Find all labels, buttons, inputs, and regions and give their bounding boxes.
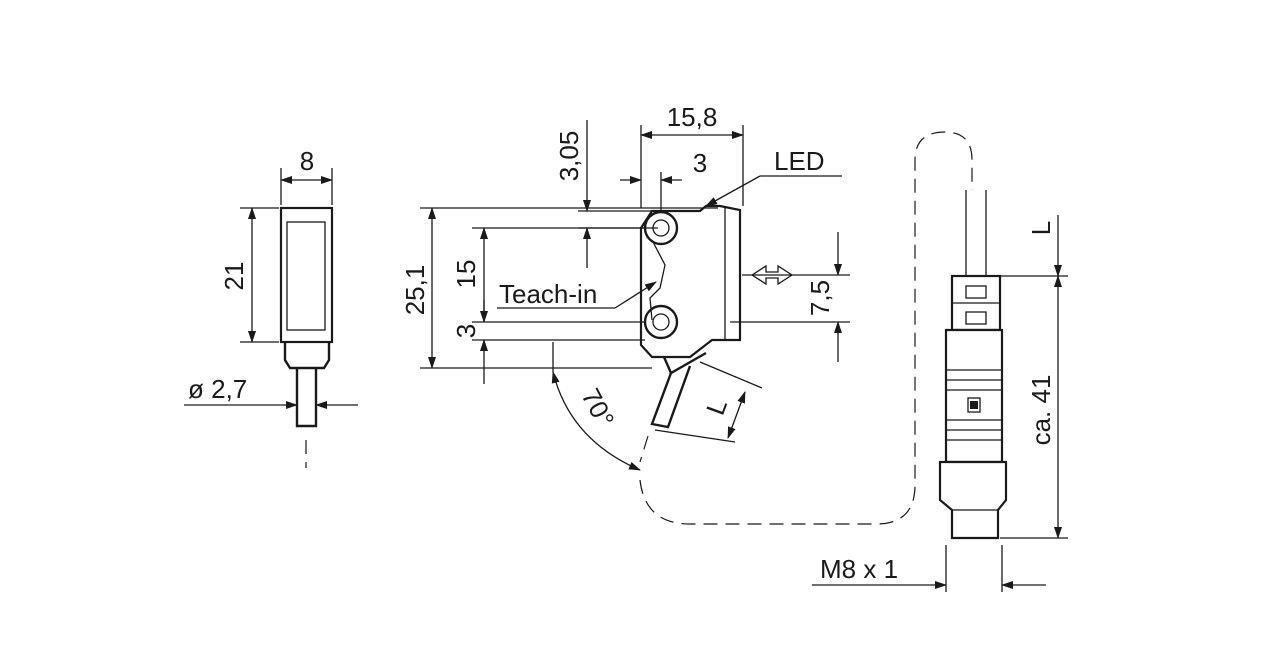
dim-front-width: 15,8 <box>667 102 718 132</box>
cable-loop-dashed <box>639 131 973 525</box>
connector-marker-icon <box>967 397 981 413</box>
dim-total-height: 25,1 <box>400 265 430 316</box>
dim-side-width: 8 <box>300 146 314 176</box>
dim-arc-cable-angle <box>551 371 641 471</box>
dim-front-offset: 3 <box>693 148 707 178</box>
dim-bottom-offset: 3 <box>451 324 481 338</box>
front-view: 15,8 3 LED 3,05 25,1 15 Teach-in <box>400 102 850 471</box>
dim-hole-spacing: 15 <box>451 260 481 289</box>
dim-cable-angle: 70° <box>575 383 620 432</box>
teach-in-leader <box>614 281 657 309</box>
dim-cable-diameter: ø 2,7 <box>188 374 247 404</box>
teach-in-label: Teach-in <box>499 279 597 309</box>
dim-optical-axis: 7,5 <box>805 280 835 316</box>
dim-cable-length-side: L <box>1026 221 1056 235</box>
led-label: LED <box>774 146 825 176</box>
side-window <box>286 221 326 331</box>
side-cable <box>295 368 318 428</box>
dim-cable-length-front: L <box>700 395 733 419</box>
led-leader <box>705 175 761 207</box>
connector-thread <box>938 460 1008 540</box>
dim-side-height: 21 <box>219 262 249 291</box>
dim-line-cable-length-front <box>727 391 746 439</box>
side-view: 8 21 ø 2,7 <box>184 146 358 468</box>
connector-view: L ca. 41 M8 x 1 <box>812 190 1068 592</box>
front-cable <box>650 365 692 429</box>
dim-connector-length: ca. 41 <box>1026 375 1056 446</box>
side-housing <box>279 206 334 344</box>
dim-thread: M8 x 1 <box>820 554 898 584</box>
connector-body <box>944 328 1004 464</box>
dim-top-offset: 3,05 <box>554 131 584 182</box>
teach-in-recess <box>649 239 666 321</box>
side-cable-gland <box>283 342 331 370</box>
